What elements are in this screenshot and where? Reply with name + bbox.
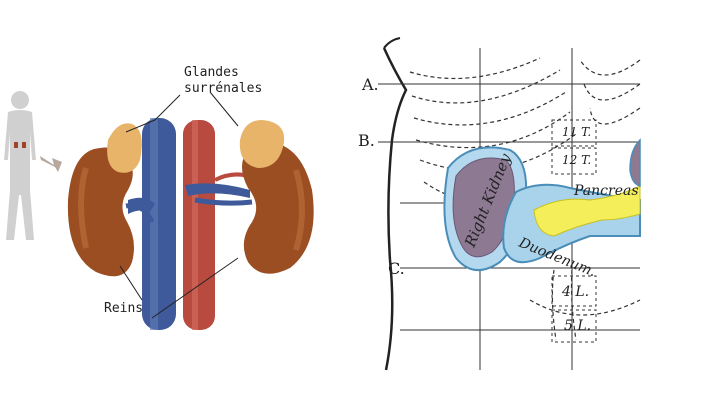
arrow-icon: [40, 156, 62, 172]
label-level-a: A.: [361, 75, 379, 94]
label-vertebra-l4: 4 L.: [561, 284, 589, 300]
right-kidney: [242, 141, 314, 274]
body-outline: [382, 47, 408, 371]
anatomy-diagram: Right Kidney Duodenum. Pancreas A. B. C.…: [340, 0, 710, 400]
label-level-c: C.: [388, 259, 405, 278]
pancreas-region: Pancreas: [533, 183, 641, 237]
right-adrenal-gland: [239, 120, 285, 168]
label-vertebra-t11: 11 T.: [562, 125, 591, 139]
label-vertebra-t12: 12 T.: [562, 153, 591, 167]
label-pancreas: Pancreas: [573, 183, 639, 199]
left-kidney-region: [629, 138, 641, 187]
kidney-illustration: Glandes surrénales Reins: [0, 0, 340, 400]
human-silhouette-icon: [4, 91, 36, 240]
label-vertebra-l5: 5 L.: [564, 318, 591, 334]
right-renal-vessels: [185, 183, 250, 198]
left-kidney: [67, 147, 134, 277]
left-adrenal-gland: [107, 123, 142, 173]
vertebrae: [551, 119, 597, 343]
kidney-illustration-svg: Glandes surrénales Reins: [4, 65, 314, 330]
anatomy-diagram-svg: Right Kidney Duodenum. Pancreas A. B. C.…: [358, 37, 641, 371]
label-level-b: B.: [358, 131, 375, 150]
label-glands-line1: Glandes: [184, 65, 239, 80]
label-kidneys: Reins: [104, 301, 143, 316]
label-glands-line2: surrénales: [184, 81, 262, 96]
vena-cava: [142, 118, 176, 330]
aorta: [183, 120, 215, 330]
